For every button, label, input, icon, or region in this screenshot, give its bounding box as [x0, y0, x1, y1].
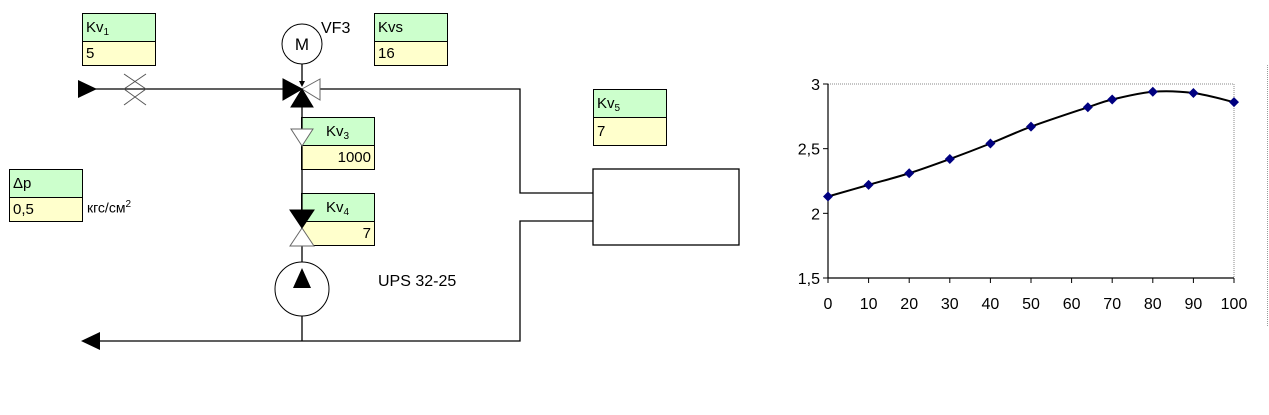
data-point	[1188, 88, 1199, 99]
kv3-subscript: 3	[343, 131, 350, 142]
data-point	[1026, 121, 1036, 132]
x-tick-label: 100	[1221, 296, 1248, 313]
x-tick-label: 30	[941, 296, 959, 313]
kv4-label-box: Kv4 7	[301, 193, 375, 246]
x-tick-label: 10	[860, 296, 878, 313]
dp-symbol: Δp	[13, 175, 32, 192]
data-point	[1107, 94, 1118, 105]
kv5-header: Kv5	[594, 90, 666, 118]
y-tick-label: 3	[811, 77, 820, 94]
pump-name: UPS 32-25	[378, 273, 457, 290]
dp-unit-text: кгс/см	[87, 199, 126, 216]
kv4-header: Kv4	[302, 194, 374, 222]
data-point	[985, 138, 996, 149]
kv3-value[interactable]: 1000	[302, 146, 374, 169]
motor-letter: M	[295, 35, 309, 54]
data-point	[863, 179, 874, 190]
pump-icon[interactable]	[274, 261, 330, 317]
kv3-header: Kv3	[302, 118, 374, 146]
kv5-label-box: Kv5 7	[593, 89, 667, 146]
x-tick-label: 50	[1022, 296, 1040, 313]
motor-arrow-icon	[299, 81, 305, 87]
kv1-header: Kv1	[83, 14, 155, 42]
pump-arrow-icon	[293, 268, 311, 288]
kv5-value[interactable]: 7	[594, 118, 666, 145]
valve-name: VF3	[321, 20, 351, 37]
kv1-label-box: Kv1 5	[82, 13, 156, 66]
kv4-value[interactable]: 7	[302, 222, 374, 245]
return-pipe	[100, 220, 593, 342]
kv1-subscript: 1	[103, 27, 110, 38]
data-point	[904, 168, 915, 179]
data-point	[1082, 102, 1093, 113]
motor-icon	[281, 23, 323, 65]
check-valve-icon	[290, 128, 314, 147]
y-tick-label: 2,5	[798, 142, 820, 159]
kvs-value[interactable]: 16	[375, 42, 447, 65]
x-tick-label: 0	[824, 296, 833, 313]
x-tick-label: 60	[1063, 296, 1081, 313]
data-point	[1147, 86, 1158, 97]
dp-value[interactable]: 0,5	[10, 198, 82, 221]
data-point	[1229, 97, 1239, 108]
x-tick-label: 40	[982, 296, 1000, 313]
outlet-arrow-icon	[81, 332, 100, 350]
hydraulic-schematic: M	[78, 23, 740, 350]
kv5-symbol: Kv	[597, 95, 615, 112]
x-tick-label: 80	[1144, 296, 1162, 313]
kv3-symbol: Kv	[326, 123, 344, 140]
kv1-value[interactable]: 5	[83, 42, 155, 65]
x-tick-label: 70	[1103, 296, 1121, 313]
kv1-symbol: Kv	[86, 19, 104, 36]
three-way-valve-icon[interactable]	[282, 78, 321, 108]
balancing-valve-icon[interactable]	[289, 209, 315, 247]
plot-area-border	[828, 83, 1235, 278]
dp-header: Δp	[10, 170, 82, 198]
series-line	[827, 90, 1235, 198]
data-point	[823, 191, 833, 202]
bypass-return-pipe	[320, 88, 593, 194]
kvs-header: Kvs	[375, 14, 447, 42]
kvs-symbol: Kvs	[378, 19, 404, 36]
x-tick-label: 90	[1185, 296, 1203, 313]
y-tick-label: 1,5	[798, 271, 820, 288]
kv4-symbol: Kv	[326, 199, 344, 216]
chart-border-line	[1267, 65, 1268, 326]
inlet-arrow-icon	[78, 80, 97, 98]
kv5-subscript: 5	[614, 103, 621, 114]
consumer-box	[592, 168, 740, 246]
dp-unit-superscript: 2	[125, 199, 132, 210]
y-tick-label: 2	[811, 206, 820, 223]
orifice-icon	[123, 73, 147, 106]
dp-unit: кгс/см2	[87, 199, 131, 216]
x-tick-label: 20	[900, 296, 918, 313]
kv3-label-box: Kv3 1000	[301, 117, 375, 170]
kv4-subscript: 4	[343, 207, 350, 218]
kvs-label-box: Kvs 16	[374, 13, 448, 66]
dp-label-box: Δp 0,5	[9, 169, 83, 222]
data-point	[944, 154, 955, 165]
